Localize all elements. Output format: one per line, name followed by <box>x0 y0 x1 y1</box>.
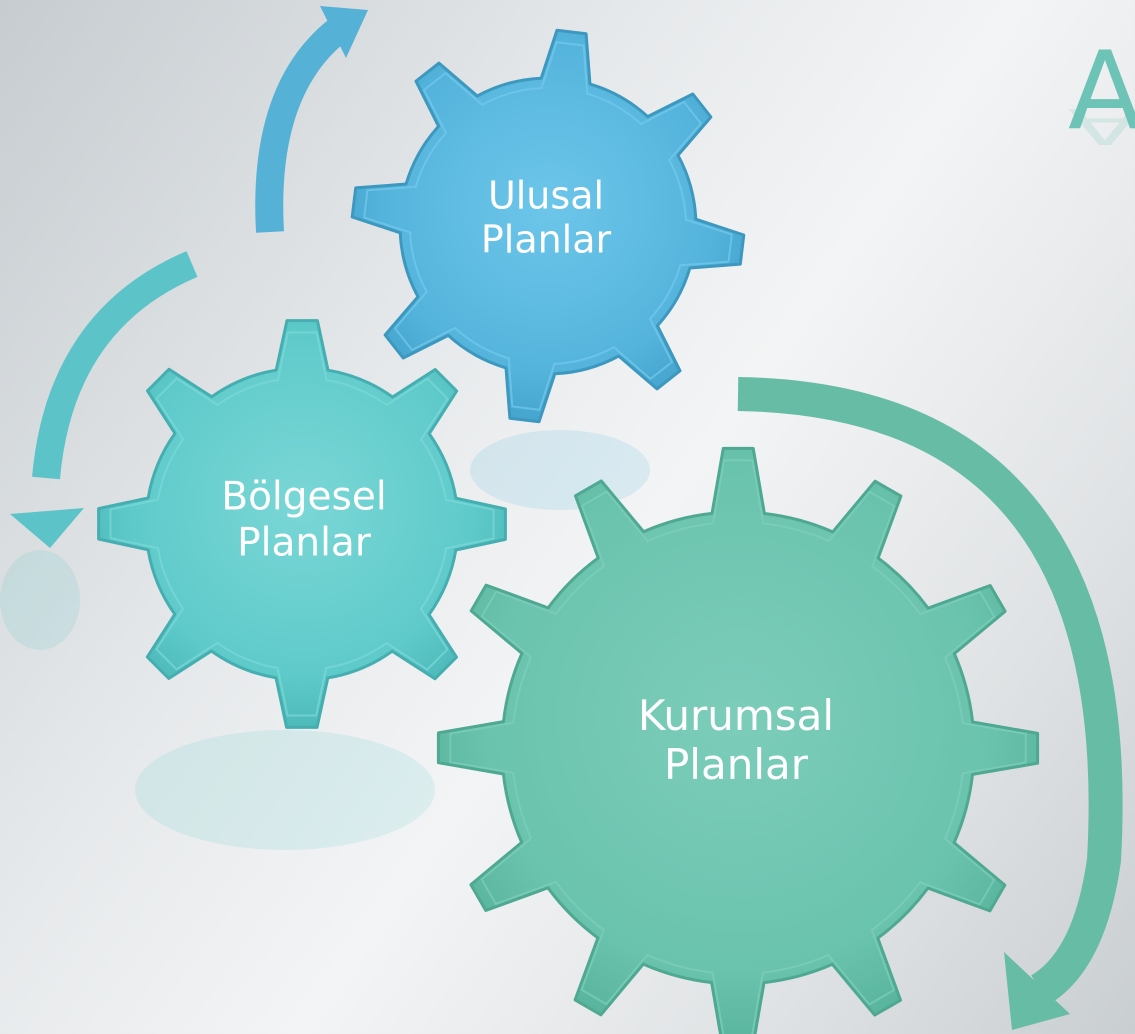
gear-kurumsal-bevel <box>449 459 1027 1034</box>
gear-bolgesel <box>97 319 507 729</box>
gear-label-ulusal-line2: Planlar <box>480 218 612 262</box>
gear-label-ulusal-line1: Ulusal <box>487 173 605 218</box>
gear-label-kurumsal: Kurumsal Planlar <box>638 691 834 789</box>
gear-label-kurumsal-line1: Kurumsal <box>637 690 835 740</box>
gear-ulusal <box>350 28 746 424</box>
gear-bolgesel-body <box>97 319 507 729</box>
gear-label-kurumsal-line2: Planlar <box>663 740 809 789</box>
gear-label-bolgesel-line1: Bölgesel <box>221 474 387 520</box>
gear-label-ulusal: Ulusal Planlar <box>481 174 611 263</box>
page-title-reflection: A <box>1068 97 1135 155</box>
gear-label-bolgesel: Bölgesel Planlar <box>221 474 386 565</box>
gear-kurumsal <box>436 446 1040 1034</box>
gear-ulusal-body <box>350 28 746 424</box>
gear-bolgesel-bevel <box>109 331 495 717</box>
gear-label-bolgesel-line2: Planlar <box>237 520 371 565</box>
gear-ulusal-bevel <box>363 41 733 411</box>
cycle-arrow-left <box>10 251 198 548</box>
cycle-arrow-right <box>737 377 1123 1030</box>
page-title-fragment: A <box>1068 29 1135 154</box>
gear-kurumsal-body <box>436 446 1040 1034</box>
cycle-arrow-top <box>255 6 368 233</box>
